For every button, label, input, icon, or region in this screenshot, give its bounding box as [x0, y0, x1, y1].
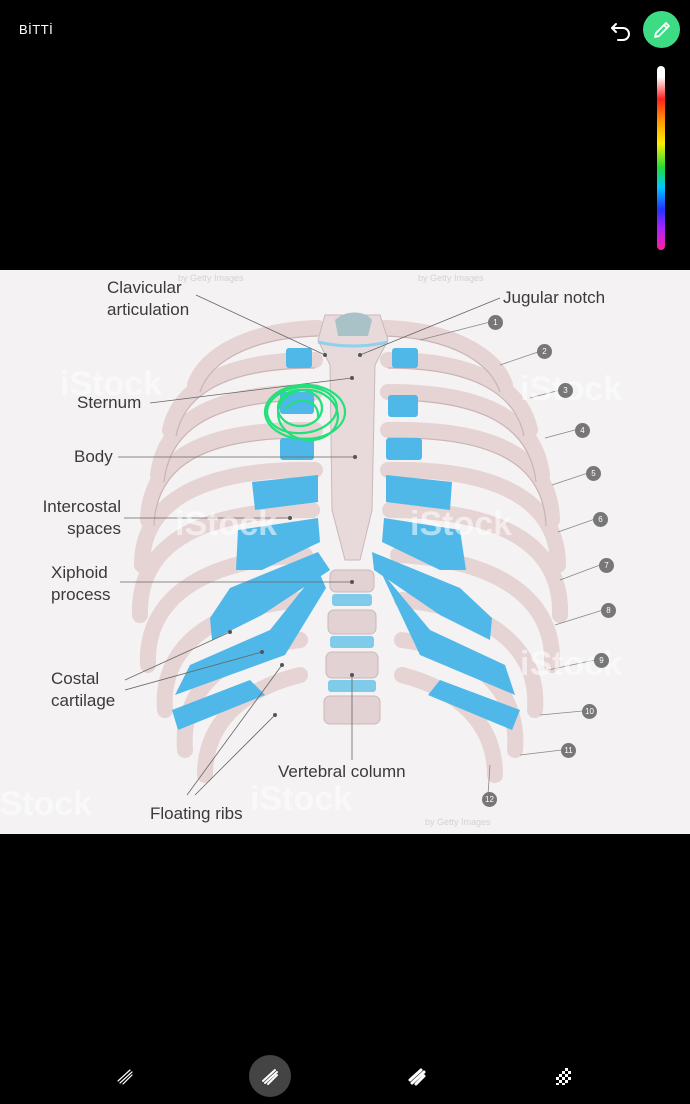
- watermark-subtext: by Getty Images: [425, 817, 491, 827]
- label-sternum: Sternum: [77, 392, 141, 414]
- done-button[interactable]: BİTTİ: [19, 22, 53, 37]
- rib-number: 9: [594, 653, 609, 668]
- label-clavicular-articulation: Clavicular articulation: [107, 277, 189, 321]
- label-floating-ribs: Floating ribs: [150, 803, 243, 825]
- brush-medium-icon[interactable]: [249, 1055, 291, 1097]
- watermark-subtext: by Getty Images: [418, 273, 484, 283]
- rib-number: 2: [537, 344, 552, 359]
- rib-cage-illustration: [0, 270, 690, 834]
- pencil-button[interactable]: [643, 11, 680, 48]
- undo-icon[interactable]: [607, 16, 635, 44]
- rib-number: 3: [558, 383, 573, 398]
- rib-number: 8: [601, 603, 616, 618]
- rib-number: 10: [582, 704, 597, 719]
- label-intercostal-spaces: Intercostal spaces: [29, 496, 121, 540]
- watermark-text: iStock: [250, 780, 352, 819]
- brush-thin-icon[interactable]: [104, 1055, 146, 1097]
- watermark-text: iStock: [410, 505, 512, 544]
- brush-toolbar: [0, 1050, 690, 1104]
- mosaic-icon[interactable]: [543, 1055, 585, 1097]
- watermark-text: iStock: [0, 785, 92, 824]
- watermark-text: iStock: [175, 505, 277, 544]
- label-jugular-notch: Jugular notch: [503, 287, 605, 309]
- rib-number: 6: [593, 512, 608, 527]
- brush-thick-icon[interactable]: [396, 1055, 438, 1097]
- rib-number: 1: [488, 315, 503, 330]
- pencil-icon: [651, 19, 673, 41]
- rib-number: 11: [561, 743, 576, 758]
- edited-photo[interactable]: iStock iStock iStock iStock iStock iStoc…: [0, 270, 690, 834]
- rib-number: 7: [599, 558, 614, 573]
- rib-number: 12: [482, 792, 497, 807]
- label-costal-cartilage: Costal cartilage: [51, 668, 115, 712]
- label-body: Body: [74, 446, 113, 468]
- color-slider[interactable]: [657, 66, 665, 250]
- label-vertebral-column: Vertebral column: [278, 761, 406, 783]
- label-xiphoid-process: Xiphoid process: [51, 562, 111, 606]
- rib-number: 5: [586, 466, 601, 481]
- rib-number: 4: [575, 423, 590, 438]
